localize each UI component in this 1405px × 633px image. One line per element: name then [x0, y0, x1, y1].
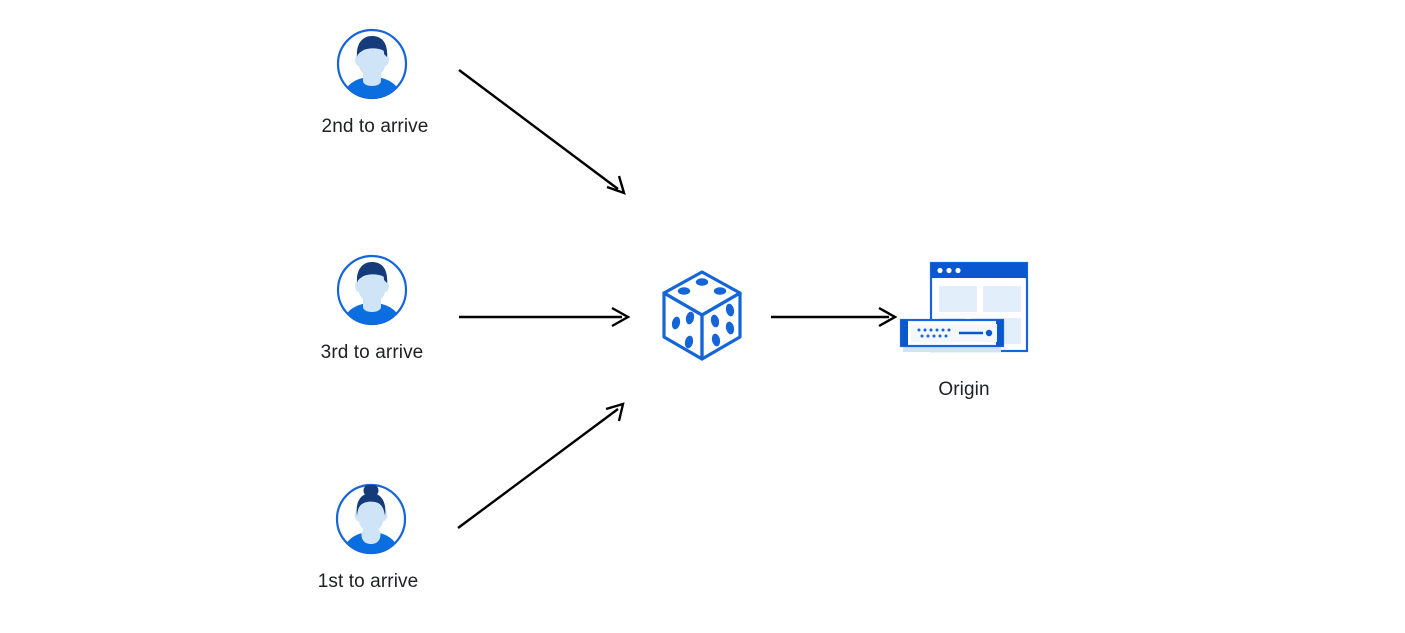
arrow-dice-to-origin — [771, 306, 898, 328]
arrow-1st-to-dice — [457, 402, 625, 529]
node-label-1st-to-arrive: 1st to arrive — [317, 571, 419, 592]
arrow-3rd-to-dice — [459, 306, 631, 328]
dice-icon — [656, 266, 748, 366]
origin-server-browser-icon — [893, 258, 1033, 363]
user-avatar-female-bun-icon — [334, 482, 408, 556]
node-label-2nd-to-arrive: 2nd to arrive — [321, 116, 429, 137]
node-label-3rd-to-arrive: 3rd to arrive — [320, 342, 424, 363]
node-label-origin: Origin — [938, 379, 990, 400]
user-avatar-male-short-hair-icon — [335, 253, 409, 327]
arrow-2nd-to-dice — [458, 69, 626, 195]
user-avatar-male-short-hair-icon — [335, 27, 409, 101]
